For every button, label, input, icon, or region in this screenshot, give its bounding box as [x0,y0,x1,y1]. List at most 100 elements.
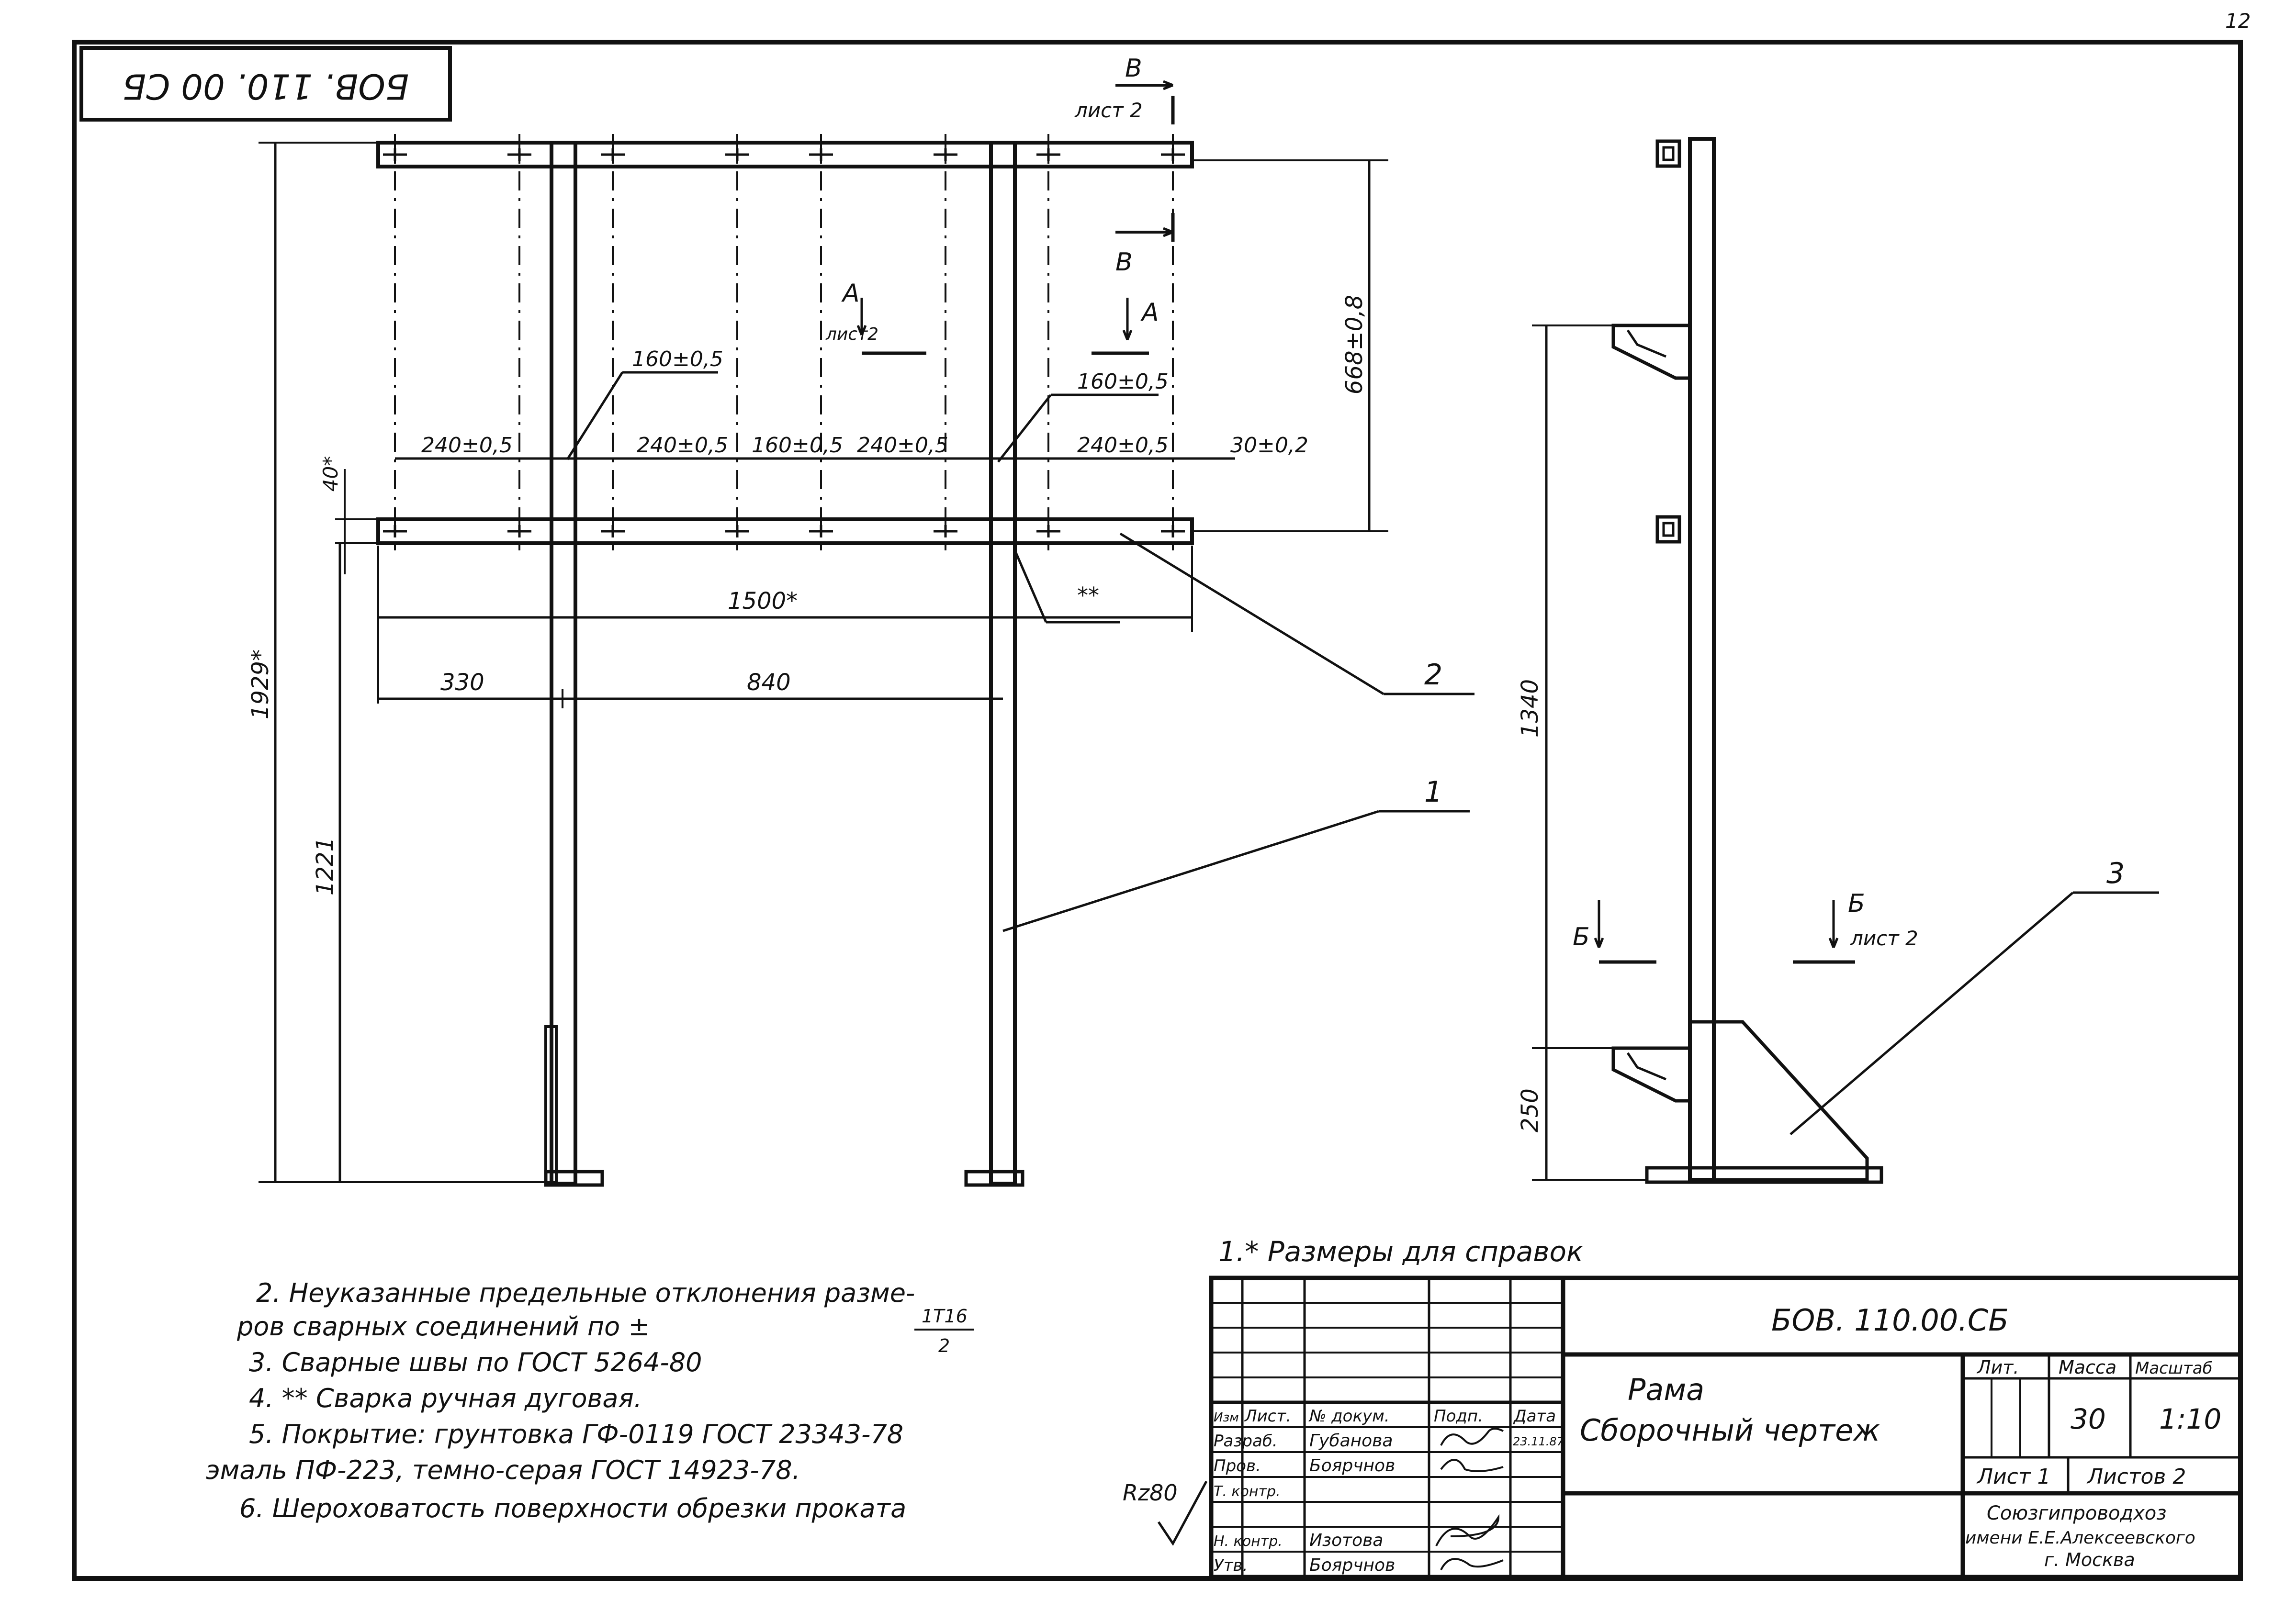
dim-1500: 1500* [377,546,1193,704]
leader-1-text: 1 [1424,775,1442,809]
dim-240-a: 240±0,5 [421,433,513,458]
section-a-marker-right: А [1092,298,1159,355]
note-2-fraction-num: 1Т16 [922,1306,968,1327]
leader-3: 3 [1790,857,2159,1135]
dim-840-text: 840 [747,669,791,696]
name-nkontr: Изотова [1309,1531,1383,1550]
dim-chain-horizontal: 240±0,5 240±0,5 160±0,5 240±0,5 240±0,5 … [395,433,1308,460]
section-b-marker-mid: В [1115,213,1175,277]
side-bracket-upper [1611,324,1690,380]
mass-value: 30 [2071,1403,2106,1435]
col-list: Лист. [1244,1407,1291,1426]
mass-label: Масса [2059,1357,2116,1378]
section-b-side-letter: Б [1573,923,1590,951]
org-line-1: Союзгипроводхоз [1987,1502,2167,1524]
org-line-2: имени Е.Е.Алексеевского [1965,1528,2195,1548]
leader-1: 1 [1002,775,1470,932]
role-razrab: Разраб. [1214,1432,1278,1451]
title-line-2: Сборочный чертеж [1580,1413,1880,1448]
rotated-stamp: БОВ. 110. 00 СБ [79,46,452,122]
dim-240-c: 240±0,5 [857,433,948,458]
section-b-side-right-sheet: лист 2 [1850,927,1918,950]
name-razrab: Губанова [1309,1431,1393,1451]
org-line-3: г. Москва [2044,1549,2135,1570]
side-base-plate [1645,1166,1883,1184]
dim-240-b: 240±0,5 [637,433,728,458]
sheets-label: Листов 2 [2086,1465,2186,1489]
side-post [1688,137,1716,1182]
dim-160-left-text: 160±0,5 [632,347,723,371]
dim-160-mid: 160±0,5 [752,433,843,458]
note-1: 1.* Размеры для справок [1218,1235,1583,1268]
dim-250-text: 250 [1517,1088,1543,1132]
dim-330-text: 330 [440,669,484,696]
sheet-label: Лист 1 [1976,1465,2050,1489]
side-bracket-lower [1611,1046,1690,1103]
note-4: 4. ** Сварка ручная дуговая. [249,1383,642,1413]
note-2-fraction-den: 2 [938,1335,950,1356]
weld-mark-text: ** [1077,582,1099,608]
dim-1221-text: 1221 [312,837,338,895]
section-b-letter: В [1125,54,1142,83]
note-5b: эмаль ПФ-223, темно-серая ГОСТ 14923-78. [206,1455,800,1485]
note-6: 6. Шероховатость поверхности обрезки про… [239,1493,906,1523]
dim-668: 668±0,8 [1192,159,1388,532]
leader-2-text: 2 [1424,658,1442,692]
section-b-sheet-ref: лист 2 [1074,99,1143,122]
technical-notes: 1.* Размеры для справок 2. Неуказанные п… [206,1235,1583,1546]
role-nkontr: Н. контр. [1214,1533,1283,1550]
role-tkontr: Т. контр. [1214,1483,1281,1500]
dim-40-text: 40* [319,456,342,492]
signature-nkontr [1435,1514,1500,1546]
left-base-plate [544,1170,604,1187]
dim-40: 40* [319,456,383,574]
top-rail [376,141,1194,168]
title-line-1: Рама [1628,1372,1704,1407]
side-view: 1340 250 Б Б лист 2 3 [1517,137,2159,1184]
section-b-side-right-letter: Б [1848,889,1865,918]
dim-1340-text: 1340 [1517,679,1543,738]
scale-value: 1:10 [2159,1403,2221,1435]
section-a-letter: А [841,279,860,308]
signature-prov [1440,1459,1504,1472]
dim-250: 250 [1517,1048,1647,1181]
title-block-text: БОВ. 110.00.СБ Рама Сборочный чертеж Изм… [1214,1303,2221,1575]
scale-label: Масштаб [2135,1359,2213,1378]
dim-1221: 1221 [312,543,341,1182]
sheet-frame [72,40,2243,1581]
side-gusset [1688,1020,1869,1182]
title-block [1209,1275,2243,1579]
dim-30: 30±0,2 [1230,433,1308,458]
dim-240-d: 240±0,5 [1077,433,1169,458]
doc-code: БОВ. 110.00.СБ [1771,1303,2009,1338]
dim-668-text: 668±0,8 [1341,295,1368,394]
section-a2-letter: А [1140,298,1159,327]
bottom-rail [376,517,1194,545]
roughness-symbol: Rz80 [1123,1480,1208,1546]
note-2a: 2. Неуказанные предельные отклонения раз… [256,1278,915,1308]
section-b-marker-top: В лист 2 [1074,54,1175,124]
rotated-stamp-code: БОВ. 110. 00 СБ [123,66,409,106]
rail-hole-marks [383,148,1185,537]
note-2b: ров сварных соединений по ± [236,1311,650,1342]
page-number: 12 [2225,9,2251,33]
side-rail-top [1655,139,1681,168]
dim-330-840: 330 840 [378,669,1003,708]
date-razrab: 23.11.87 [1513,1435,1564,1448]
col-doc: № докум. [1308,1407,1390,1426]
role-utv: Утв. [1214,1556,1248,1575]
side-rail-bottom [1655,515,1681,544]
section-b-side-left: Б [1573,900,1656,964]
lit-label: Лит. [1976,1357,2019,1378]
dim-160-right: 160±0,5 [997,369,1169,463]
roughness-text: Rz80 [1123,1480,1178,1506]
role-prov: Пров. [1214,1456,1261,1476]
signature-razrab [1440,1428,1504,1446]
name-prov: Боярчнов [1309,1456,1395,1476]
section-b2-letter: В [1115,248,1133,277]
weld-mark: ** [1013,550,1120,624]
leader-3-text: 3 [2106,857,2125,890]
dim-1929: 1929* [247,142,551,1183]
dim-160-right-text: 160±0,5 [1077,369,1169,394]
